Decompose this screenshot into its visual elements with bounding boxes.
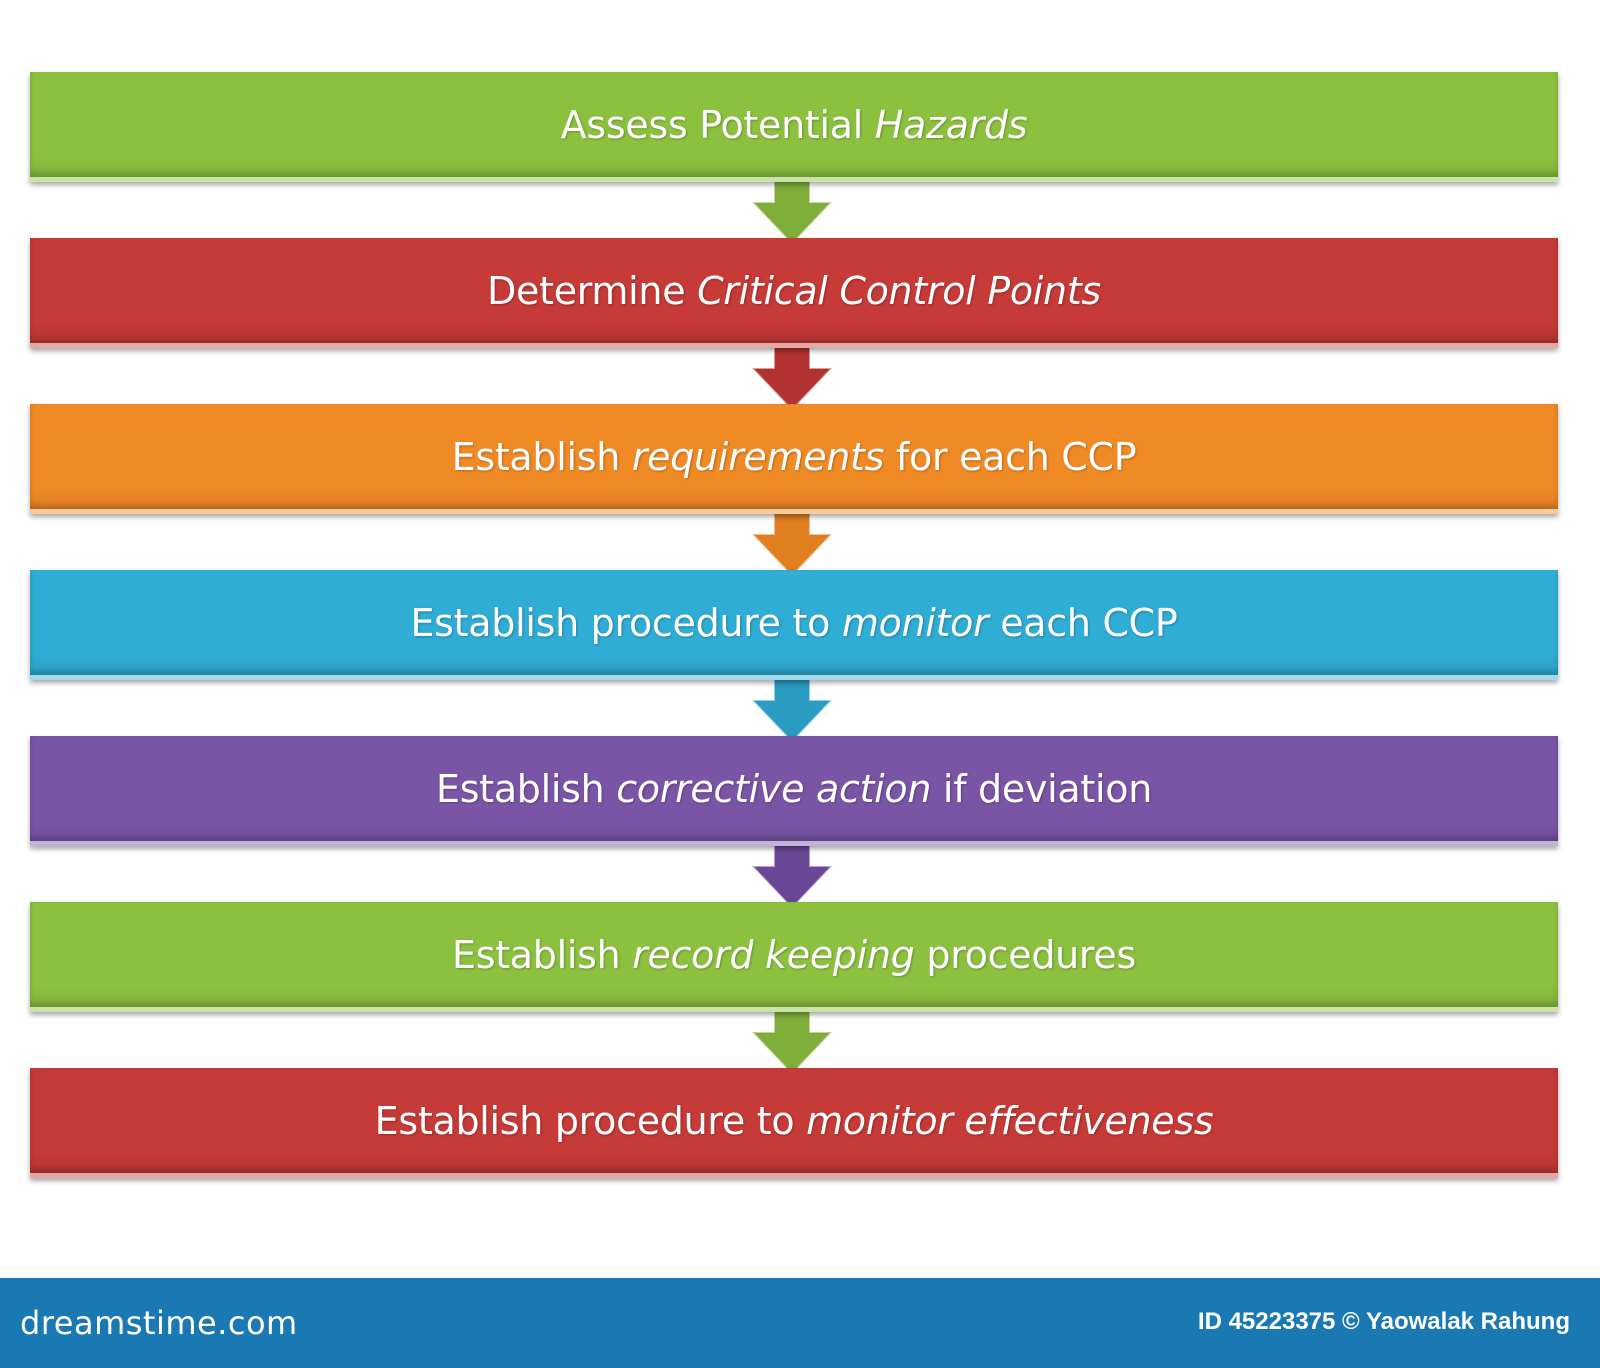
- flow-step-6: Establish record keeping procedures: [30, 902, 1558, 1012]
- step-text: Establish procedure to: [374, 1098, 807, 1143]
- flow-step-2: Determine Critical Control Points: [30, 238, 1558, 348]
- emphasized-text: Critical Control Points: [697, 268, 1101, 313]
- emphasized-text: requirements: [631, 434, 885, 479]
- flow-step-label: Assess Potential Hazards: [561, 103, 1028, 147]
- emphasized-text: corrective action: [616, 766, 932, 811]
- down-arrow-icon: [752, 504, 832, 576]
- flow-step-label: Establish record keeping procedures: [452, 933, 1136, 977]
- flow-step-label: Establish corrective action if deviation: [436, 767, 1152, 811]
- flow-step-4: Establish procedure to monitor each CCP: [30, 570, 1558, 680]
- flow-step-label: Establish procedure to monitor effective…: [375, 1099, 1214, 1143]
- flow-step-5: Establish corrective action if deviation: [30, 736, 1558, 846]
- down-arrow-icon: [752, 172, 832, 244]
- step-text: Assess Potential: [560, 102, 875, 147]
- step-text: Establish: [451, 932, 633, 977]
- emphasized-text: monitor effectiveness: [806, 1098, 1214, 1143]
- flow-step-3: Establish requirements for each CCP: [30, 404, 1558, 514]
- step-text: Establish: [451, 434, 632, 479]
- step-text: Establish: [436, 766, 617, 811]
- step-text: if deviation: [931, 766, 1152, 811]
- step-text: each CCP: [988, 600, 1178, 645]
- down-arrow-icon: [752, 670, 832, 742]
- flow-step-7: Establish procedure to monitor effective…: [30, 1068, 1558, 1178]
- footer-bar: dreamstime.com ID 45223375 © Yaowalak Ra…: [0, 1278, 1600, 1368]
- emphasized-text: Hazards: [874, 102, 1028, 147]
- flow-step-label: Determine Critical Control Points: [487, 269, 1101, 313]
- step-text: for each CCP: [884, 434, 1137, 479]
- footer-credit: ID 45223375 © Yaowalak Rahung: [1197, 1308, 1570, 1335]
- down-arrow-icon: [752, 836, 832, 908]
- emphasized-text: record keeping: [632, 932, 915, 977]
- flow-step-label: Establish requirements for each CCP: [452, 435, 1137, 479]
- step-text: Determine: [487, 268, 698, 313]
- down-arrow-icon: [752, 1002, 832, 1074]
- emphasized-text: monitor: [841, 600, 989, 645]
- footer-brand: dreamstime.com: [20, 1304, 298, 1342]
- step-text: procedures: [914, 932, 1136, 977]
- step-text: Establish procedure to: [410, 600, 842, 645]
- flow-step-1: Assess Potential Hazards: [30, 72, 1558, 182]
- down-arrow-icon: [752, 338, 832, 410]
- flow-step-label: Establish procedure to monitor each CCP: [410, 601, 1177, 645]
